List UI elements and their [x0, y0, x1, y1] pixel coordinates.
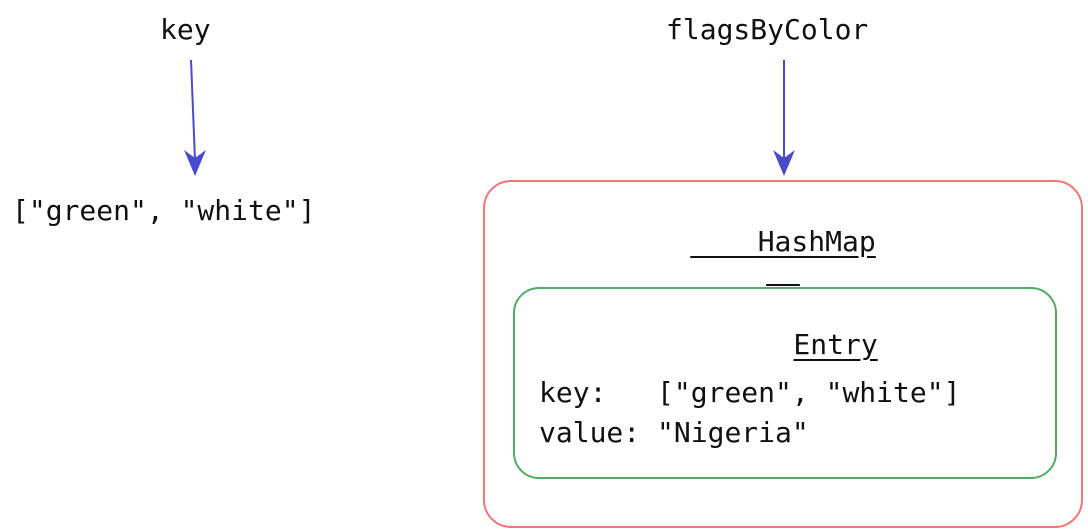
key-variable-label: key [160, 13, 211, 46]
key-arrow [184, 59, 206, 176]
flags-by-color-variable-label: flagsByColor [666, 13, 869, 46]
entry-title-container: Entry [515, 303, 1055, 387]
entry-key-value: ["green", "white"] [657, 376, 961, 409]
entry-title: Entry [793, 328, 878, 361]
key-array-value: ["green", "white"] [12, 194, 316, 227]
entry-key-row: key: ["green", "white"] [539, 379, 960, 407]
entry-value-value: "Nigeria" [657, 416, 809, 449]
hashmap-box: HashMap Entry key: ["green", "white"] va… [483, 180, 1083, 528]
hashmap-title: HashMap [757, 225, 876, 258]
hashmap-title-container: HashMap [485, 200, 1081, 284]
flags-by-color-arrow [773, 60, 795, 176]
entry-value-label: value: [539, 416, 658, 449]
entry-box: Entry key: ["green", "white"] value: "Ni… [513, 287, 1057, 479]
entry-key-label: key: [539, 376, 658, 409]
entry-value-row: value: "Nigeria" [539, 419, 809, 447]
